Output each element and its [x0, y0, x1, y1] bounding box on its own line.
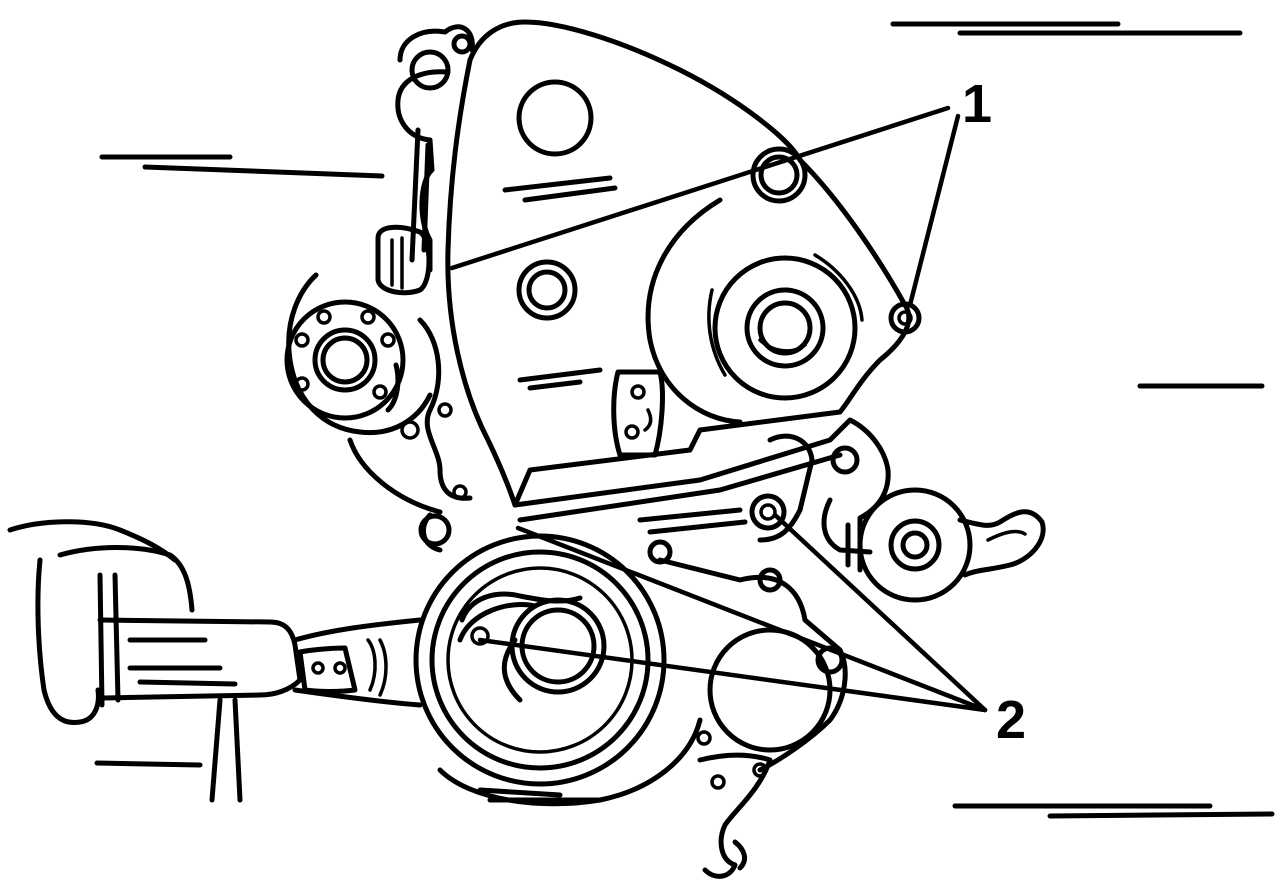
- lower-bracket: [657, 557, 848, 879]
- callout-leaders: [449, 105, 988, 713]
- engine-block-rear: [375, 24, 475, 296]
- leader-2-c: [772, 512, 988, 713]
- leader-2-b: [477, 637, 988, 713]
- drive-shaft: [7, 519, 423, 803]
- tensioner-idler: [821, 487, 1046, 603]
- callout-label-1: 1: [962, 74, 992, 134]
- water-pump-pulley: [284, 272, 473, 515]
- timing-belt-cover-upper: [445, 19, 922, 508]
- leader-2-a: [515, 525, 988, 713]
- crankshaft-pulley: [413, 533, 703, 807]
- background-strokes: [94, 21, 1275, 819]
- leader-1-b: [907, 113, 961, 308]
- callout-label-2: 2: [996, 690, 1026, 750]
- leader-1-a: [449, 105, 951, 271]
